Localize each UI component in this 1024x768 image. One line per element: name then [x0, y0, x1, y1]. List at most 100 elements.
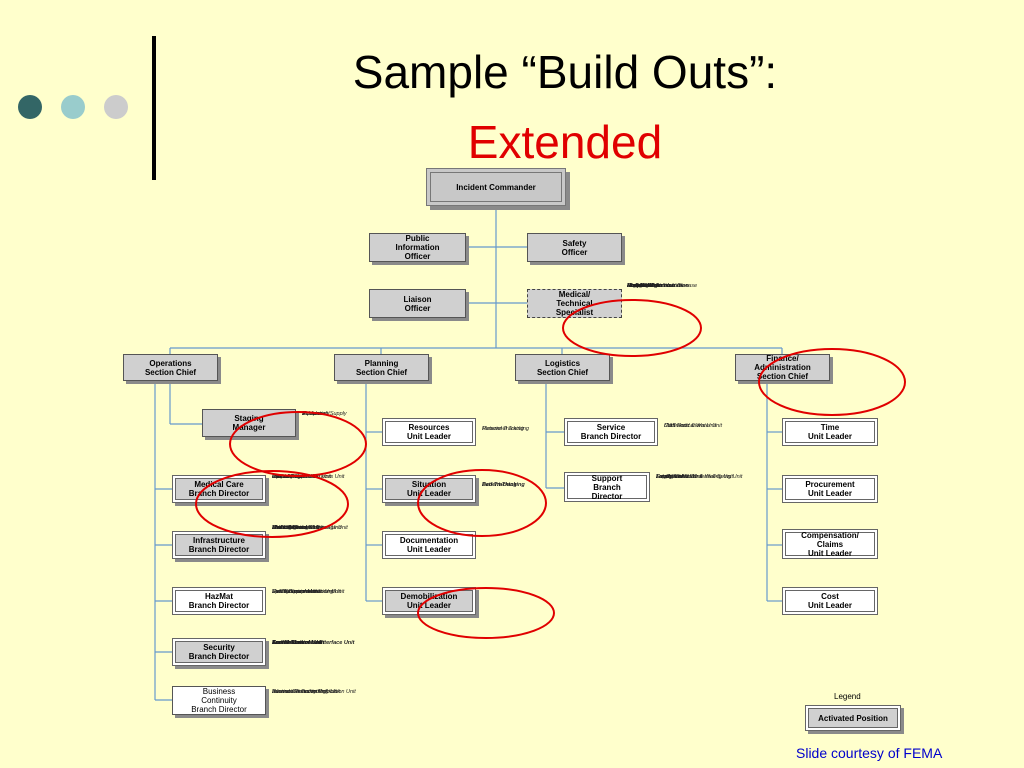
note-line: Pediatric Care [627, 283, 662, 289]
note-line: Business Function Relocation Unit [272, 689, 356, 695]
compensation-claims-unit-leader-box: Compensation/ Claims Unit Leader [782, 529, 878, 559]
decor-vertical-bar [152, 36, 156, 180]
note-line: Inpatient Unit [272, 474, 305, 480]
note-line: Law Enforcement Interface Unit [272, 640, 355, 646]
note-line: Family Care Unit [656, 474, 697, 480]
support-branch-director-label: Support Branch Director [567, 474, 647, 501]
note-line: Personnel Tracking [482, 426, 529, 432]
note-line: IT/IS Unit [664, 423, 687, 429]
highlight-circle-demobilization [417, 587, 555, 639]
note-line: Chemical [627, 283, 650, 289]
note-line: Patient Tracking [482, 482, 525, 488]
demobilization-unit-leader-label: Demobilization Unit Leader [385, 590, 473, 612]
note-line: Supply Unit [656, 474, 685, 480]
slide-subtitle: Extended [467, 116, 663, 168]
note-line: Risk Management [627, 283, 674, 289]
hazmat-branch-director-box: HazMat Branch Director [172, 587, 266, 615]
note-line: Information Technology Unit [272, 689, 341, 695]
note-line: Personnel [302, 411, 327, 417]
note-line: Power/Lighting Unit [272, 525, 320, 531]
service-branch-director-label: Service Branch Director [567, 421, 655, 443]
situation-unit-leader-box: Situation Unit Leader [382, 475, 476, 503]
hazmat-branch-director-label: HazMat Branch Director [175, 590, 263, 612]
incident-commander-box: Incident Commander [426, 168, 566, 206]
documentation-unit-leader-label: Documentation Unit Leader [385, 534, 473, 556]
highlight-circle-situation [417, 469, 547, 537]
decor-dot-3 [104, 95, 128, 119]
note-line: Medical Devices Unit [272, 525, 324, 531]
note-line: Spill Response Unit [272, 589, 320, 595]
note-line: Outpatient Unit [272, 474, 309, 480]
highlight-circle-medical-specialist [562, 299, 702, 357]
note-line: Facility/Equipment [272, 589, 317, 595]
note-line: Detection and Monitoring Unit [272, 589, 345, 595]
note-line: Environmental Services Unit [272, 525, 342, 531]
legend-title: Legend [834, 692, 861, 701]
decor-dot-1 [18, 95, 42, 119]
note-line: Transportation Unit [656, 474, 703, 480]
note-line: Records Preservation Unit [272, 689, 337, 695]
cost-unit-leader-box: Cost Unit Leader [782, 587, 878, 615]
note-line: Medical Ethicist [627, 283, 666, 289]
logistics-section-chief-box: Logistics Section Chief [515, 354, 610, 381]
note-line: Medical Gases Unit [272, 525, 320, 531]
note-line: Victim Decontamination Unit [272, 589, 341, 595]
note-line: Patient Registration Unit [272, 474, 332, 480]
note-line: Access Control Unit [272, 640, 325, 646]
highlight-circle-finance [758, 348, 906, 416]
note-line: Hospital Administration [627, 283, 684, 289]
business-continuity-branch-director-box: Business Continuity Branch Director [172, 686, 266, 715]
note-line: Legal Affairs [627, 283, 658, 289]
note-line: Service Continuity Unit [272, 689, 328, 695]
demobilization-unit-leader-box: Demobilization Unit Leader [382, 587, 476, 615]
note-line: Medical Staff [627, 283, 659, 289]
legend-activated-position-label: Activated Position [808, 708, 898, 728]
note-line: Employee Health & Well-Being Unit [656, 474, 743, 480]
compensation-claims-unit-leader-label: Compensation/ Claims Unit Leader [785, 531, 875, 558]
note-line: Materiel Tracking [482, 426, 524, 432]
time-unit-leader-label: Time Unit Leader [785, 421, 875, 443]
note-line: Staff Food & Water Unit [664, 423, 722, 429]
note-line: Casualty Care Unit [272, 474, 319, 480]
note-line: Crowd Control Unit [272, 640, 323, 646]
note-line: Search Unit [272, 640, 303, 646]
cost-unit-leader-label: Cost Unit Leader [785, 590, 875, 612]
slide-title: Sample “Build Outs”: [352, 46, 778, 98]
operations-section-chief-box: Operations Section Chief [123, 354, 218, 381]
security-branch-director-label: Security Branch Director [175, 641, 263, 663]
documentation-unit-leader-box: Documentation Unit Leader [382, 531, 476, 559]
note-line: Radiological [627, 283, 657, 289]
decor-dot-2 [61, 95, 85, 119]
planning-section-chief-box: Planning Section Chief [334, 354, 429, 381]
note-line: Medication [302, 411, 329, 417]
note-line: Labor Pool & Credentialing Unit [656, 474, 734, 480]
note-line: Hospital Administration [627, 283, 689, 289]
highlight-circle-medical-care [195, 470, 349, 538]
note-line: HVAC Unit [272, 525, 299, 531]
infrastructure-branch-director-label: Infrastructure Branch Director [175, 534, 263, 556]
note-line: Food Services Unit [272, 525, 319, 531]
resources-unit-leader-box: Resources Unit Leader [382, 418, 476, 446]
liaison-officer-box: Liaison Officer [369, 289, 466, 318]
resources-unit-leader-label: Resources Unit Leader [385, 421, 473, 443]
slide-credit: Slide courtesy of FEMA [796, 745, 943, 761]
note-line: Facilities Unit [656, 474, 689, 480]
security-branch-director-box: Security Branch Director [172, 638, 266, 666]
safety-officer-box: Safety Officer [527, 233, 622, 262]
note-line: Water/Sewer Unit [272, 525, 315, 531]
note-line: Bed Tracking [482, 482, 517, 488]
public-information-officer-box: Public Information Officer [369, 233, 466, 262]
service-branch-director-box: Service Branch Director [564, 418, 658, 446]
note-line: Traffic Control Unit [272, 640, 322, 646]
procurement-unit-leader-label: Procurement Unit Leader [785, 478, 875, 500]
support-branch-director-box: Support Branch Director [564, 472, 650, 502]
note-line: Building/Grounds Damage Unit [272, 525, 348, 531]
note-line: Communications Unit [664, 423, 717, 429]
note-line: Clinical Support Services Unit [272, 474, 345, 480]
highlight-circle-staging [229, 411, 367, 477]
incident-commander-label: Incident Commander [430, 172, 562, 202]
procurement-unit-leader-box: Procurement Unit Leader [782, 475, 878, 503]
note-line: Decontamination Unit [282, 589, 335, 595]
note-line: Biological/Infectious Disease [627, 283, 698, 289]
